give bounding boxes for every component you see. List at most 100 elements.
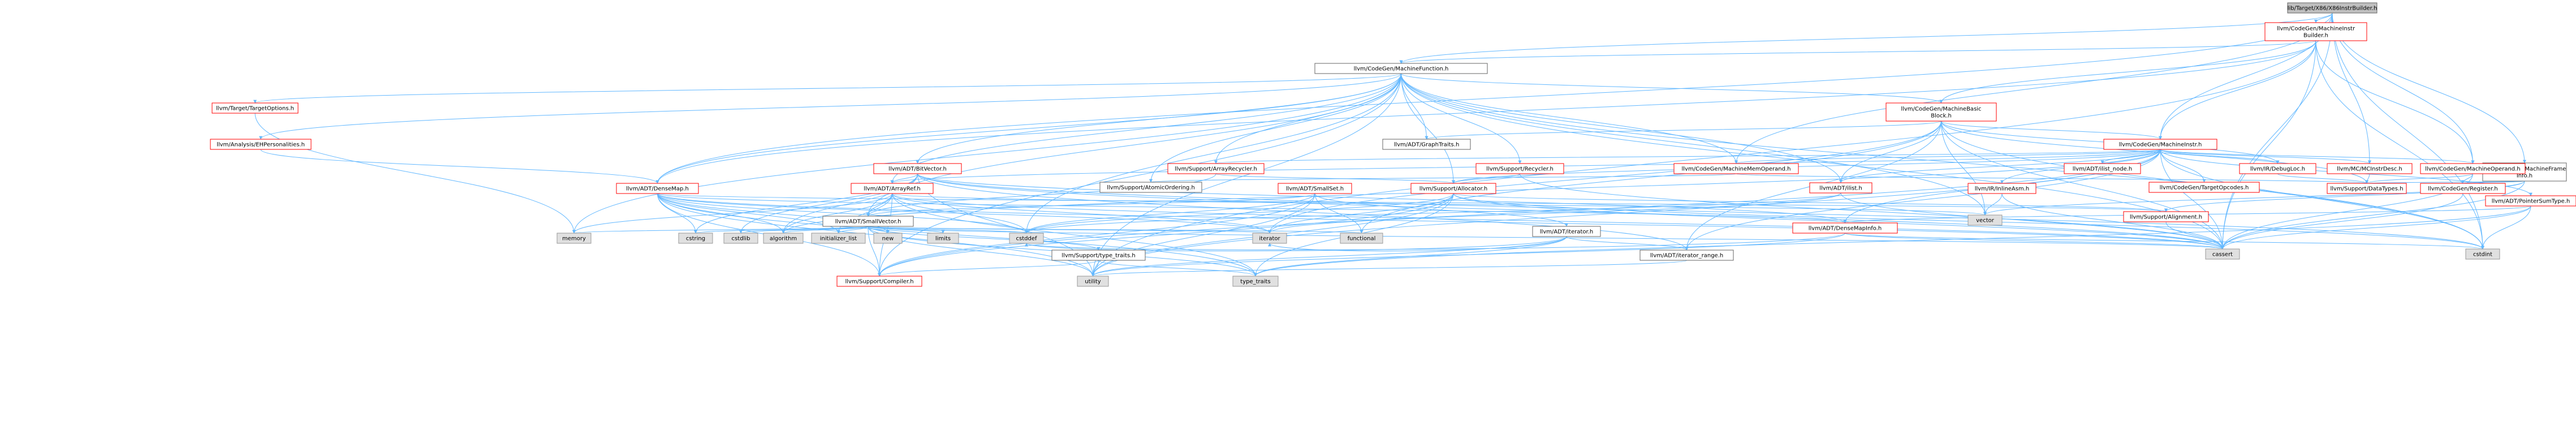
edge-ss-s_cstddef bbox=[1025, 193, 1315, 234]
edge-mib-mi bbox=[2159, 40, 2316, 140]
graph-node-bv[interactable]: llvm/ADT/BitVector.h bbox=[873, 163, 962, 174]
edge-ss-s_functional bbox=[1314, 193, 1363, 234]
dependency-edge bbox=[2160, 149, 2224, 250]
graph-node-irange[interactable]: llvm/ADT/iterator_range.h bbox=[1639, 250, 1734, 261]
node-label: Info.h bbox=[2517, 173, 2532, 179]
edge-mf-ar bbox=[890, 73, 1401, 184]
node-label: llvm/IR/DebugLoc.h bbox=[2250, 166, 2305, 173]
graph-node-mcid[interactable]: llvm/MC/MCInstrDesc.h bbox=[2327, 163, 2413, 174]
edge-ilist-s_iterator bbox=[1268, 192, 1841, 234]
graph-node-mo[interactable]: llvm/CodeGen/MachineOperand.h bbox=[2420, 163, 2526, 174]
dependency-edge bbox=[917, 173, 1689, 251]
edge-mf-s_cstddef bbox=[1025, 73, 1401, 234]
graph-node-inode[interactable]: llvm/ADT/ilist_node.h bbox=[2064, 163, 2141, 174]
graph-node-alloc[interactable]: llvm/Support/Allocator.h bbox=[1410, 183, 1496, 194]
dependency-edge bbox=[1401, 73, 1522, 164]
node-label: llvm/ADT/DenseMapInfo.h bbox=[1809, 226, 1882, 232]
graph-node-s_limits: limits bbox=[927, 233, 959, 244]
node-box bbox=[1314, 63, 1488, 74]
edge-recycler-alloc bbox=[1452, 173, 1520, 184]
node-box bbox=[2264, 22, 2367, 41]
dependency-edge bbox=[878, 193, 1454, 277]
graph-node-ilist[interactable]: llvm/ADT/ilist.h bbox=[1809, 182, 1872, 194]
edge-alloc-align bbox=[1453, 193, 2168, 212]
edge-mi-dbg bbox=[2160, 149, 2280, 164]
graph-node-sv[interactable]: llvm/ADT/SmallVector.h bbox=[822, 216, 914, 227]
dependency-edge bbox=[259, 73, 1401, 140]
graph-node-s_new: new bbox=[873, 233, 903, 244]
graph-node-tgtop[interactable]: llvm/CodeGen/TargetOpcodes.h bbox=[2148, 182, 2260, 193]
dependency-edge bbox=[1214, 73, 1401, 164]
graph-node-gt[interactable]: llvm/ADT/GraphTraits.h bbox=[1382, 139, 1471, 150]
graph-node-ss[interactable]: llvm/ADT/SmallSet.h bbox=[1278, 183, 1352, 194]
dependency-edge bbox=[2221, 205, 2531, 250]
node-box bbox=[873, 233, 903, 244]
dependency-edge bbox=[2332, 12, 2484, 250]
graph-node-arec[interactable]: llvm/Support/ArrayRecycler.h bbox=[1167, 163, 1265, 174]
graph-node-dtypes[interactable]: llvm/Support/DataTypes.h bbox=[2327, 183, 2407, 194]
dependency-edge bbox=[1399, 12, 2333, 64]
edge-ar-s_memory bbox=[572, 193, 892, 234]
graph-node-s_vector: vector bbox=[1967, 214, 2003, 226]
dependency-edge bbox=[836, 193, 892, 234]
edge-alloc-comp bbox=[878, 193, 1454, 277]
node-box bbox=[822, 216, 914, 227]
graph-node-dbg[interactable]: llvm/IR/DebugLoc.h bbox=[2239, 163, 2316, 174]
node-box bbox=[2239, 163, 2316, 174]
dependency-edge bbox=[1098, 260, 1257, 277]
graph-node-iter[interactable]: llvm/ADT/iterator.h bbox=[1532, 226, 1601, 237]
dependency-edge bbox=[1401, 73, 1455, 184]
node-label: llvm/Support/Allocator.h bbox=[1419, 186, 1487, 192]
edge-iter-s_cstddef bbox=[1025, 236, 1567, 252]
edge-typetr-s_typetraits bbox=[1098, 260, 1257, 277]
node-label: llvm/IR/InlineAsm.h bbox=[1975, 186, 2030, 192]
graph-node-mmo[interactable]: llvm/CodeGen/MachineMemOperand.h bbox=[1673, 163, 1799, 174]
edge-mfi-s_cassert bbox=[2221, 181, 2525, 250]
graph-node-pst[interactable]: llvm/ADT/PointerSumType.h bbox=[2485, 195, 2576, 207]
dependency-edge bbox=[1268, 192, 1841, 234]
dependency-edge bbox=[892, 193, 1028, 234]
graph-node-typetr[interactable]: llvm/Support/type_traits.h bbox=[1051, 250, 1146, 261]
node-box bbox=[2327, 183, 2407, 194]
node-box bbox=[2103, 139, 2217, 150]
node-label: cstring bbox=[686, 236, 705, 242]
graph-node-comp[interactable]: llvm/Support/Compiler.h bbox=[836, 276, 922, 287]
graph-node-iasm[interactable]: llvm/IR/InlineAsm.h bbox=[1967, 183, 2036, 194]
graph-node-dm[interactable]: llvm/ADT/DenseMap.h bbox=[616, 183, 699, 194]
dependency-edge bbox=[866, 173, 1216, 217]
node-label: llvm/ADT/PointerSumType.h bbox=[2492, 199, 2570, 205]
dependency-edge bbox=[1734, 149, 2161, 164]
dependency-edge bbox=[1025, 192, 1841, 234]
graph-node-mf[interactable]: llvm/CodeGen/MachineFunction.h bbox=[1314, 63, 1488, 74]
node-label: llvm/Analysis/EHPersonalities.h bbox=[217, 142, 305, 148]
graph-node-dmi[interactable]: llvm/ADT/DenseMapInfo.h bbox=[1792, 222, 1898, 234]
graph-node-recycler[interactable]: llvm/Support/Recycler.h bbox=[1475, 163, 1564, 174]
edge-mbb-ilist bbox=[1839, 121, 1941, 183]
graph-node-reg[interactable]: llvm/CodeGen/Register.h bbox=[2420, 183, 2506, 194]
node-label: limits bbox=[935, 236, 951, 242]
node-box bbox=[2064, 163, 2141, 174]
edge-tto-s_memory bbox=[254, 113, 576, 234]
edge-arec-sv bbox=[866, 173, 1216, 217]
edge-typetr-comp bbox=[878, 260, 1099, 277]
node-label: llvm/Support/AtomicOrdering.h bbox=[1107, 185, 1195, 191]
node-label: llvm/ADT/GraphTraits.h bbox=[1394, 142, 1460, 148]
graph-node-ar[interactable]: llvm/ADT/ArrayRef.h bbox=[851, 183, 934, 194]
edge-sv-s_iterator bbox=[868, 226, 1271, 234]
graph-node-aord[interactable]: llvm/Support/AtomicOrdering.h bbox=[1099, 182, 1202, 193]
node-label: llvm/CodeGen/MachineMemOperand.h bbox=[1682, 166, 1791, 173]
dependency-edge bbox=[1025, 233, 1845, 250]
dependency-edge bbox=[1453, 193, 2168, 212]
graph-node-tto[interactable]: llvm/Target/TargetOptions.h bbox=[212, 102, 299, 114]
graph-node-ehp[interactable]: llvm/Analysis/EHPersonalities.h bbox=[210, 139, 312, 150]
dependency-edge bbox=[2165, 221, 2224, 250]
dependency-edge bbox=[868, 226, 2224, 250]
node-label: llvm/CodeGen/MachineInstr bbox=[2277, 26, 2355, 32]
graph-node-align[interactable]: llvm/Support/Alignment.h bbox=[2123, 211, 2209, 222]
node-box bbox=[1051, 250, 1146, 261]
dependency-edge bbox=[1401, 73, 1738, 164]
graph-node-mi[interactable]: llvm/CodeGen/MachineInstr.h bbox=[2103, 139, 2217, 150]
node-box bbox=[616, 183, 699, 194]
